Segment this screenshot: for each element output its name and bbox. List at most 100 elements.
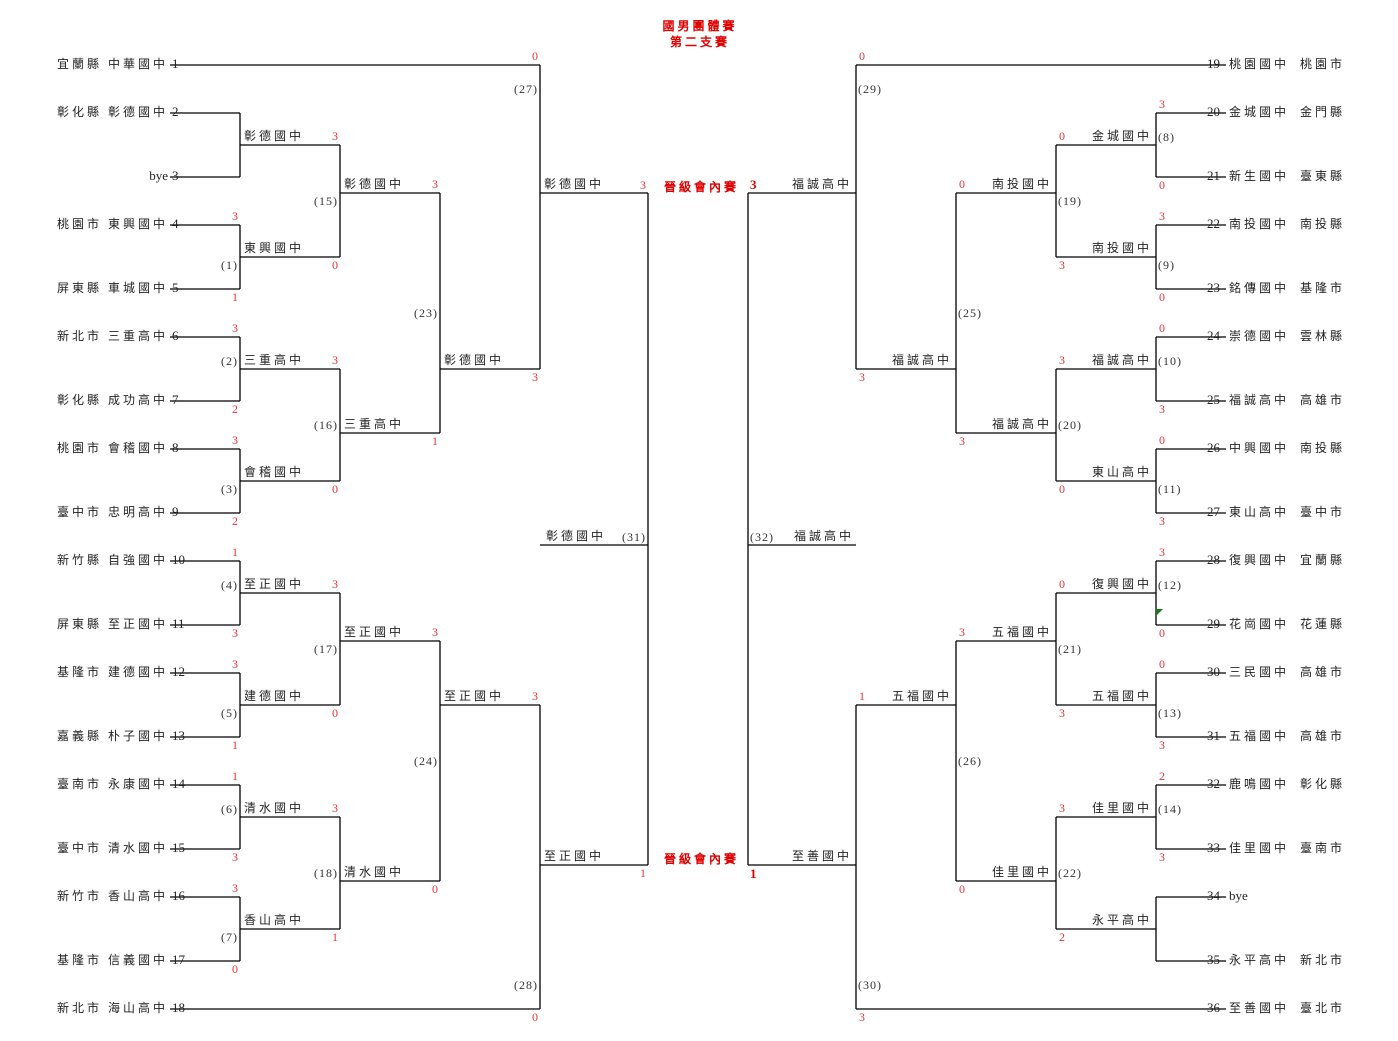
match-number: (32) [750, 530, 774, 544]
match-number: (30) [858, 978, 882, 992]
entry-school: 永康國中 [107, 777, 168, 791]
match-winner: 東山高中 [1091, 465, 1152, 479]
match-score-bottom: 3 [532, 370, 538, 384]
entry-school: 中興國中 [1229, 441, 1290, 455]
entry-school: 成功高中 [107, 393, 168, 407]
match-score-top: 3 [1159, 209, 1165, 223]
entry-seed: 26 [1207, 440, 1220, 455]
match-winner: 至正國中 [444, 689, 505, 703]
match-winner: 福誠高中 [891, 353, 952, 367]
match-score-bottom: 3 [1159, 514, 1165, 528]
match-number: (26) [958, 754, 982, 768]
entry-seed: 16 [172, 888, 185, 903]
match-winner: 南投國中 [1091, 241, 1152, 255]
entry-school: bye [149, 168, 168, 183]
entry-seed: 14 [172, 776, 185, 791]
entry-county: 桃園市 [57, 441, 103, 455]
entry-seed: 18 [172, 1000, 185, 1015]
match-score-bottom: 3 [1159, 738, 1165, 752]
entry-school: 南投國中 [1229, 217, 1290, 231]
entry-county: 基隆市 [57, 953, 103, 967]
entry-school: 至正國中 [107, 617, 168, 631]
entry-seed: 7 [172, 392, 179, 407]
bracket-subtitle: 第二支賽 [669, 35, 730, 49]
comment-flag-icon [1156, 609, 1163, 616]
match-score-bottom: 3 [859, 370, 865, 384]
entry-seed: 30 [1207, 664, 1220, 679]
entry-county: 高雄市 [1300, 393, 1346, 407]
entry-school: 會稽國中 [107, 441, 168, 455]
entry-school: 三重高中 [107, 329, 168, 343]
entry-seed: 17 [172, 952, 185, 967]
entry-seed: 29 [1207, 616, 1220, 631]
entry-seed: 36 [1207, 1000, 1220, 1015]
entry-school: 信義國中 [107, 953, 168, 967]
entry-county: 新竹縣 [57, 553, 103, 567]
match-score-top: 1 [232, 545, 238, 559]
entry-county: 臺南市 [1300, 841, 1346, 855]
match-winner: 彰德國中 [544, 177, 605, 191]
entry-county: 新竹市 [57, 889, 103, 903]
match-winner: 復興國中 [1091, 577, 1152, 591]
entry-seed: 2 [172, 104, 179, 119]
match-number: (7) [221, 930, 238, 944]
entry-county: 桃園市 [1300, 57, 1346, 71]
advance-label-bottom: 晉級會內賽 [664, 852, 740, 866]
entry-county: 高雄市 [1300, 729, 1346, 743]
entry-school: 金城國中 [1229, 105, 1290, 119]
match-score-top: 3 [1159, 97, 1165, 111]
match-score-top: 3 [1159, 545, 1165, 559]
entry-seed: 5 [172, 280, 179, 295]
match-winner: 至正國中 [244, 577, 305, 591]
entry-school: 三民國中 [1229, 665, 1290, 679]
match-score-bottom: 3 [1159, 850, 1165, 864]
match-score-bottom: 0 [332, 258, 338, 272]
entry-school: 新生國中 [1229, 169, 1290, 183]
match-winner: 五福國中 [1091, 689, 1152, 703]
entry-seed: 6 [172, 328, 179, 343]
match-winner: 福誠高中 [794, 529, 855, 543]
match-number: (18) [314, 866, 338, 880]
match-number: (9) [1158, 258, 1175, 272]
entry-county: 臺南市 [57, 777, 103, 791]
match-score-bottom: 3 [232, 850, 238, 864]
match-score-bottom: 0 [232, 962, 238, 976]
match-number: (13) [1158, 706, 1182, 720]
entry-county: 高雄市 [1300, 665, 1346, 679]
entry-school: 建德國中 [107, 665, 168, 679]
match-winner: 三重高中 [244, 353, 305, 367]
entry-seed: 22 [1207, 216, 1220, 231]
final-score-bottom-left: 1 [640, 866, 646, 880]
match-score-bottom: 0 [1159, 290, 1165, 304]
match-score-top: 3 [432, 625, 438, 639]
match-winner: 福誠高中 [991, 417, 1052, 431]
entry-school: 東興國中 [107, 217, 168, 231]
match-number: (10) [1158, 354, 1182, 368]
match-winner: 清水國中 [244, 801, 305, 815]
match-winner: 南投國中 [991, 177, 1052, 191]
match-winner: 三重高中 [344, 417, 405, 431]
match-number: (28) [514, 978, 538, 992]
entry-seed: 11 [172, 616, 185, 631]
final-score-top-right: 3 [750, 177, 757, 192]
match-number: (21) [1058, 642, 1082, 656]
match-score-bottom: 2 [232, 514, 238, 528]
entry-seed: 25 [1207, 392, 1220, 407]
match-winner: 清水國中 [344, 865, 405, 879]
entry-seed: 31 [1207, 728, 1220, 743]
entry-school: 清水國中 [107, 841, 168, 855]
match-number: (15) [314, 194, 338, 208]
entry-school: 復興國中 [1229, 553, 1290, 567]
match-score-bottom: 3 [859, 1010, 865, 1024]
entry-school: 五福國中 [1229, 729, 1290, 743]
match-score-bottom: 1 [232, 738, 238, 752]
match-winner: 五福國中 [991, 625, 1052, 639]
match-number: (23) [414, 306, 438, 320]
match-score-bottom: 2 [232, 402, 238, 416]
match-winner: 至善國中 [791, 849, 852, 863]
final-score-bottom-right: 1 [750, 866, 757, 881]
match-number: (4) [221, 578, 238, 592]
match-winner: 金城國中 [1091, 129, 1152, 143]
match-score-bottom: 3 [1059, 258, 1065, 272]
